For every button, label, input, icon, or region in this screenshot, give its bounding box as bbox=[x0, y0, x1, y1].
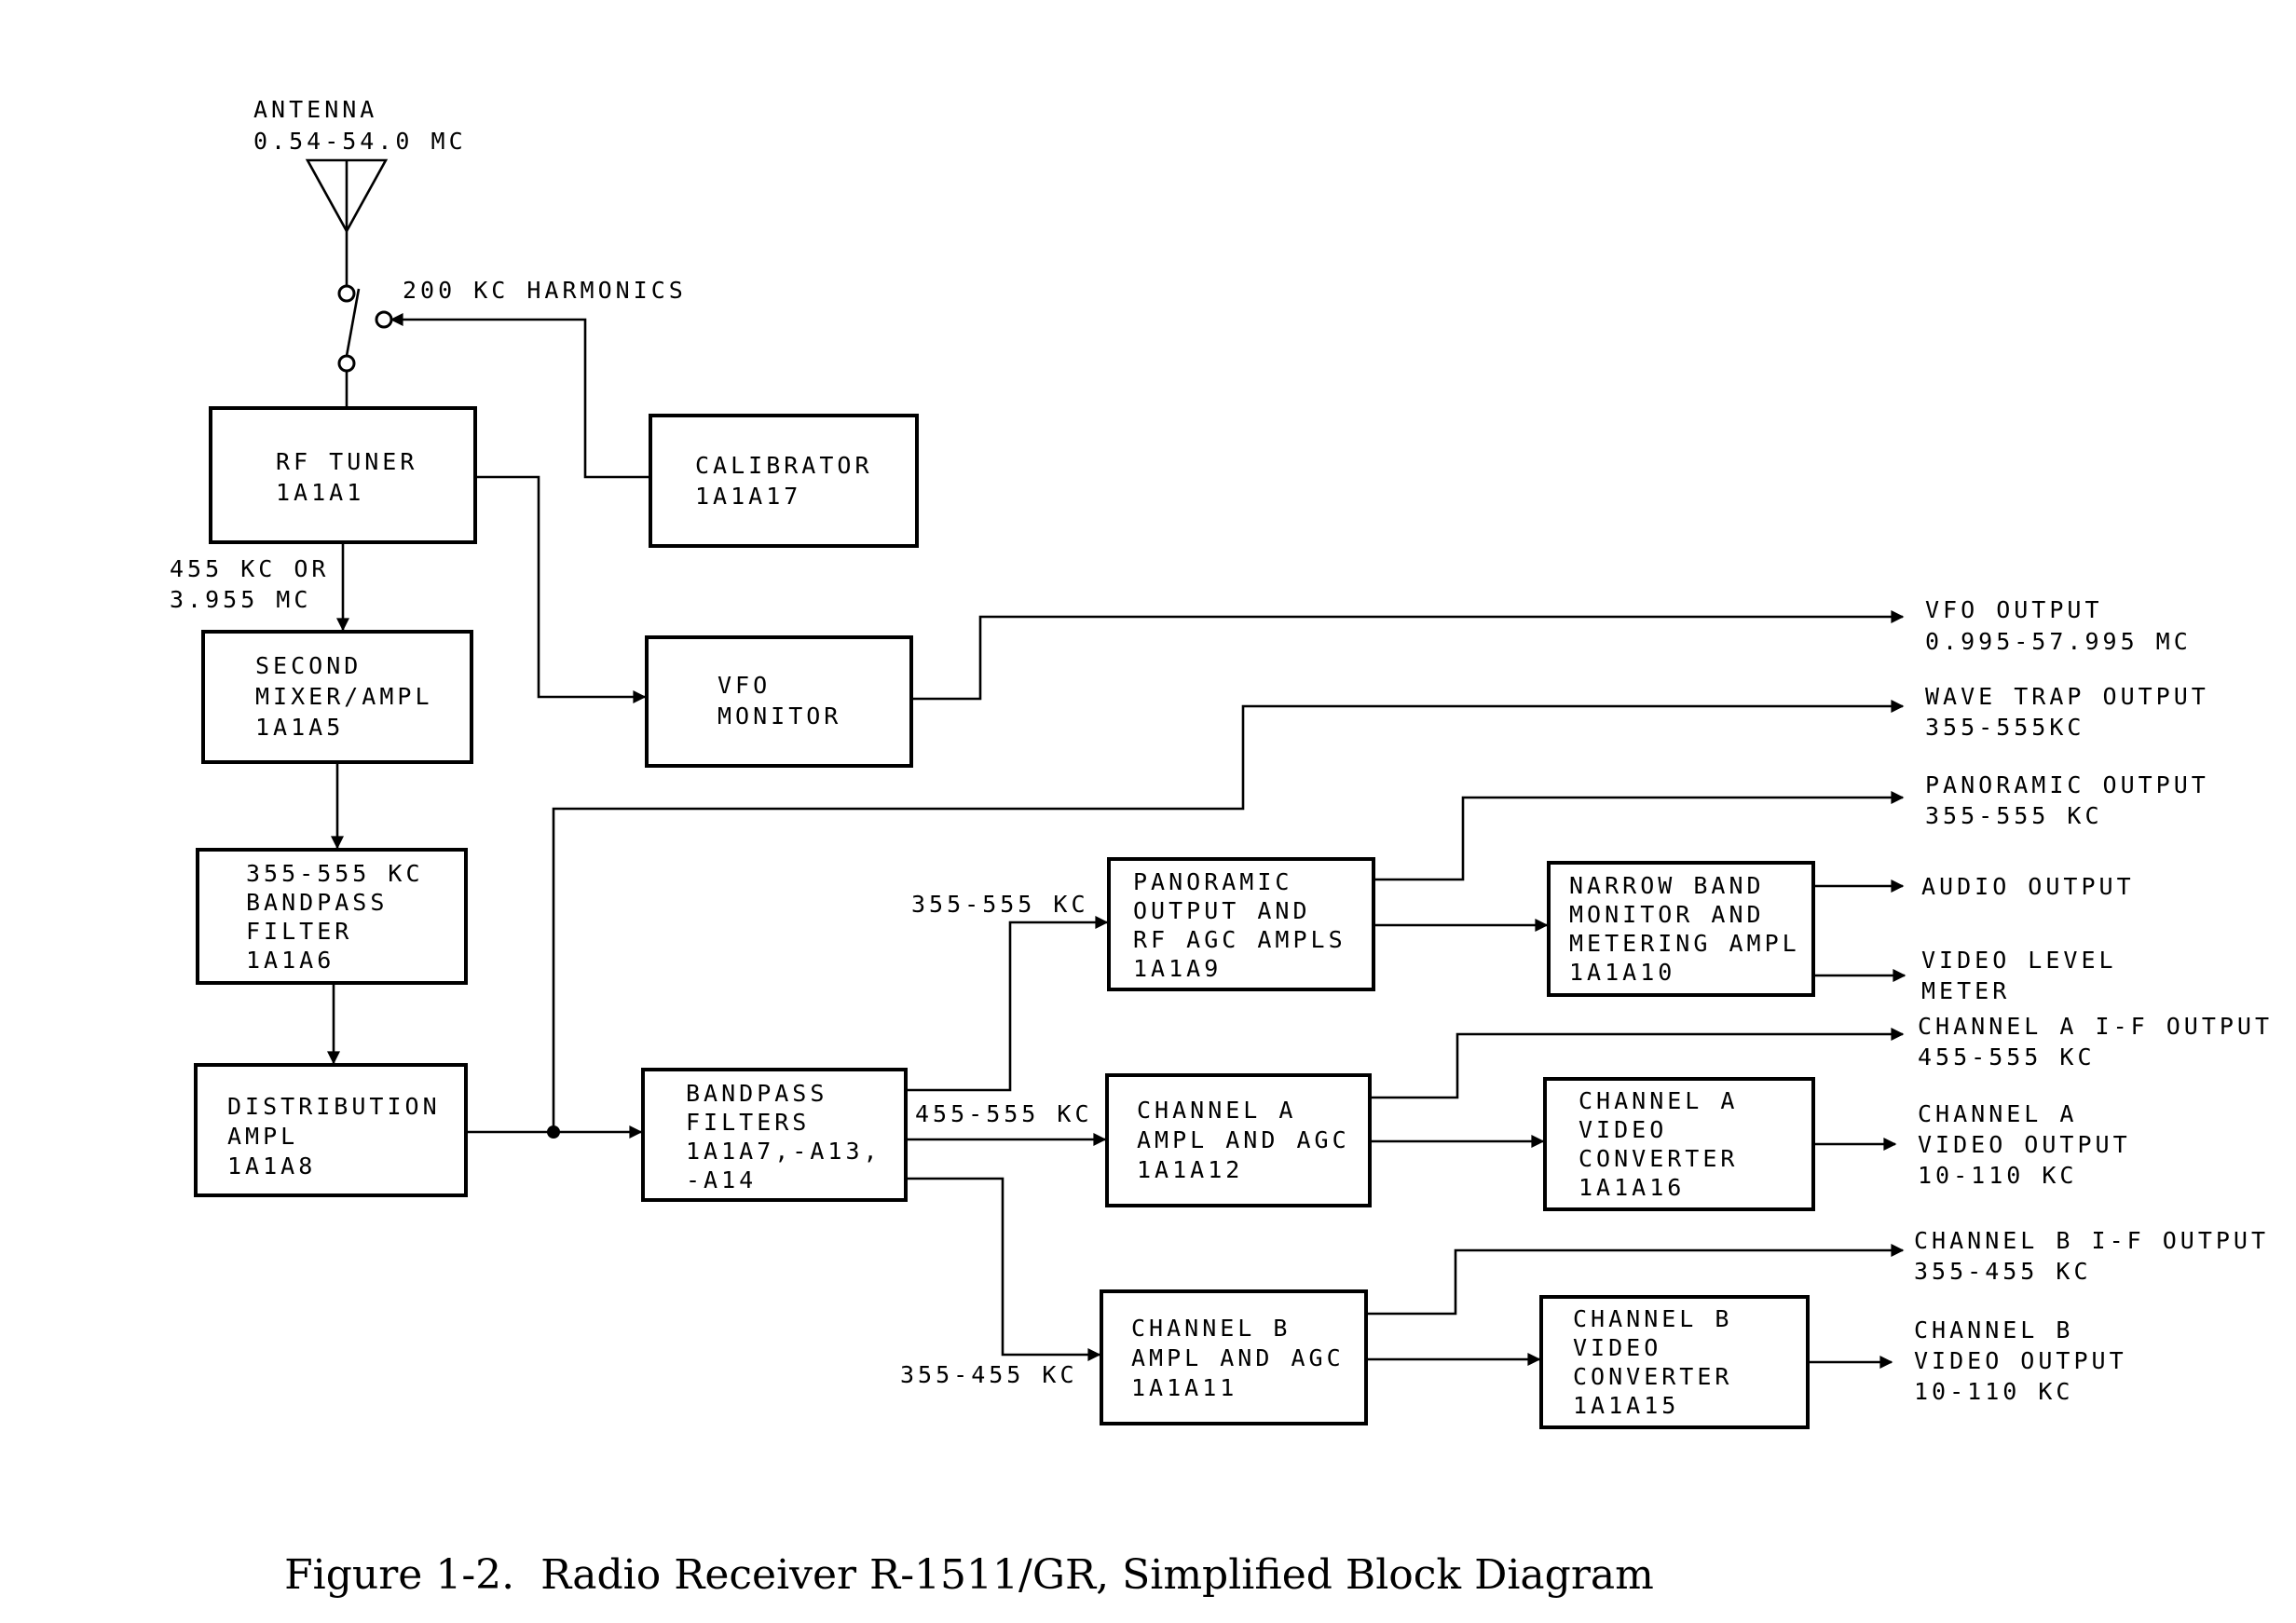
svg-text:AMPL AND AGC: AMPL AND AGC bbox=[1137, 1126, 1350, 1153]
svg-text:METER: METER bbox=[1921, 977, 2010, 1004]
svg-text:VIDEO: VIDEO bbox=[1573, 1334, 1661, 1361]
block-channel-b-video-converter: CHANNEL B VIDEO CONVERTER 1A1A15 bbox=[1539, 1295, 1810, 1429]
svg-text:MONITOR: MONITOR bbox=[718, 702, 841, 730]
block-panoramic-ampl: PANORAMIC OUTPUT AND RF AGC AMPLS 1A1A9 bbox=[1107, 857, 1375, 991]
svg-text:MIXER/AMPL: MIXER/AMPL bbox=[255, 683, 433, 710]
svg-text:DISTRIBUTION: DISTRIBUTION bbox=[227, 1093, 441, 1120]
output-wave-trap: WAVE TRAP OUTPUT 355-555KC bbox=[1925, 683, 2209, 741]
svg-text:355-555KC: 355-555KC bbox=[1925, 714, 2084, 741]
svg-text:VIDEO OUTPUT: VIDEO OUTPUT bbox=[1918, 1131, 2131, 1158]
svg-text:1A1A16: 1A1A16 bbox=[1578, 1174, 1685, 1201]
svg-text:RF AGC AMPLS: RF AGC AMPLS bbox=[1133, 926, 1346, 953]
svg-text:1A1A6: 1A1A6 bbox=[246, 947, 335, 974]
harmonics-label: 200 KC HARMONICS bbox=[403, 277, 687, 304]
block-narrow-band-monitor: NARROW BAND MONITOR AND METERING AMPL 1A… bbox=[1547, 861, 1815, 997]
svg-text:CHANNEL A: CHANNEL A bbox=[1918, 1100, 2077, 1127]
svg-text:1A1A11: 1A1A11 bbox=[1131, 1374, 1237, 1401]
output-channel-b-video: CHANNEL B VIDEO OUTPUT 10-110 KC bbox=[1914, 1316, 2127, 1405]
rf-tuner-output-label-2: 3.955 MC bbox=[170, 586, 311, 613]
svg-text:1A1A17: 1A1A17 bbox=[695, 483, 801, 510]
block-channel-b-ampl: CHANNEL B AMPL AND AGC 1A1A11 bbox=[1100, 1289, 1368, 1425]
svg-text:METERING AMPL: METERING AMPL bbox=[1569, 930, 1800, 957]
svg-text:1A1A1: 1A1A1 bbox=[276, 479, 364, 506]
antenna-label: ANTENNA bbox=[253, 96, 377, 123]
block-rf-tuner: RF TUNER 1A1A1 bbox=[209, 406, 477, 544]
svg-text:BANDPASS: BANDPASS bbox=[246, 889, 388, 916]
svg-text:VIDEO OUTPUT: VIDEO OUTPUT bbox=[1914, 1347, 2127, 1374]
svg-text:BANDPASS: BANDPASS bbox=[686, 1080, 827, 1107]
svg-text:1A1A10: 1A1A10 bbox=[1569, 959, 1675, 986]
svg-text:1A1A5: 1A1A5 bbox=[255, 714, 344, 741]
block-distribution-ampl: DISTRIBUTION AMPL 1A1A8 bbox=[194, 1063, 468, 1197]
svg-text:1A1A9: 1A1A9 bbox=[1133, 955, 1222, 982]
svg-text:PANORAMIC OUTPUT: PANORAMIC OUTPUT bbox=[1925, 771, 2209, 798]
calibration-switch bbox=[337, 284, 393, 406]
output-channel-b-if: CHANNEL B I-F OUTPUT 355-455 KC bbox=[1914, 1227, 2269, 1285]
svg-text:MONITOR AND: MONITOR AND bbox=[1569, 901, 1765, 928]
output-audio: AUDIO OUTPUT bbox=[1921, 873, 2135, 900]
svg-text:455-555 KC: 455-555 KC bbox=[1918, 1043, 2096, 1071]
output-channel-a-video: CHANNEL A VIDEO OUTPUT 10-110 KC bbox=[1918, 1100, 2131, 1189]
panoramic-input-label: 355-555 KC bbox=[911, 891, 1089, 918]
signal-wires bbox=[327, 313, 1906, 1369]
channel-a-input-label: 455-555 KC bbox=[915, 1100, 1093, 1127]
svg-text:AUDIO OUTPUT: AUDIO OUTPUT bbox=[1921, 873, 2135, 900]
svg-text:RF TUNER: RF TUNER bbox=[276, 448, 417, 475]
svg-text:1A1A12: 1A1A12 bbox=[1137, 1156, 1243, 1183]
svg-text:-A14: -A14 bbox=[686, 1166, 757, 1193]
svg-text:NARROW BAND: NARROW BAND bbox=[1569, 872, 1765, 899]
block-channel-a-ampl: CHANNEL A AMPL AND AGC 1A1A12 bbox=[1105, 1073, 1372, 1207]
svg-text:CONVERTER: CONVERTER bbox=[1578, 1145, 1738, 1172]
output-channel-a-if: CHANNEL A I-F OUTPUT 455-555 KC bbox=[1918, 1013, 2273, 1071]
svg-text:CHANNEL A I-F OUTPUT: CHANNEL A I-F OUTPUT bbox=[1918, 1013, 2273, 1040]
antenna-symbol bbox=[305, 158, 389, 285]
svg-text:CHANNEL B: CHANNEL B bbox=[1573, 1305, 1732, 1332]
svg-text:OUTPUT AND: OUTPUT AND bbox=[1133, 897, 1311, 924]
svg-text:VIDEO: VIDEO bbox=[1578, 1116, 1667, 1143]
svg-text:CHANNEL B I-F OUTPUT: CHANNEL B I-F OUTPUT bbox=[1914, 1227, 2269, 1254]
antenna-frequency-label: 0.54-54.0 MC bbox=[253, 128, 467, 155]
svg-text:355-455 KC: 355-455 KC bbox=[1914, 1258, 2092, 1285]
output-vfo: VFO OUTPUT 0.995-57.995 MC bbox=[1925, 596, 2192, 655]
figure-caption: Figure 1-2. Radio Receiver R-1511/GR, Si… bbox=[284, 1551, 1654, 1599]
svg-text:PANORAMIC: PANORAMIC bbox=[1133, 868, 1292, 895]
svg-text:1A1A7,-A13,: 1A1A7,-A13, bbox=[686, 1138, 882, 1165]
block-vfo-monitor: VFO MONITOR bbox=[645, 635, 913, 768]
svg-text:CHANNEL B: CHANNEL B bbox=[1914, 1316, 2073, 1343]
output-video-level-meter: VIDEO LEVEL METER bbox=[1921, 947, 2117, 1004]
svg-text:355-555 KC: 355-555 KC bbox=[1925, 802, 2103, 829]
svg-text:1A1A15: 1A1A15 bbox=[1573, 1392, 1679, 1419]
block-calibrator: CALIBRATOR 1A1A17 bbox=[649, 414, 919, 548]
svg-text:CALIBRATOR: CALIBRATOR bbox=[695, 452, 873, 479]
svg-text:FILTERS: FILTERS bbox=[686, 1109, 810, 1136]
svg-text:0.995-57.995 MC: 0.995-57.995 MC bbox=[1925, 628, 2192, 655]
block-bandpass-filters: BANDPASS FILTERS 1A1A7,-A13, -A14 bbox=[641, 1068, 908, 1202]
block-second-mixer: SECOND MIXER/AMPL 1A1A5 bbox=[201, 630, 473, 764]
svg-text:SECOND: SECOND bbox=[255, 652, 362, 679]
block-bandpass-filter: 355-555 KC BANDPASS FILTER 1A1A6 bbox=[196, 848, 468, 985]
channel-b-input-label: 355-455 KC bbox=[900, 1361, 1078, 1388]
svg-text:CHANNEL A: CHANNEL A bbox=[1137, 1097, 1296, 1124]
svg-text:AMPL AND AGC: AMPL AND AGC bbox=[1131, 1344, 1345, 1371]
svg-text:1A1A8: 1A1A8 bbox=[227, 1152, 316, 1180]
svg-text:VIDEO LEVEL: VIDEO LEVEL bbox=[1921, 947, 2117, 974]
svg-text:10-110 KC: 10-110 KC bbox=[1914, 1378, 2073, 1405]
output-panoramic: PANORAMIC OUTPUT 355-555 KC bbox=[1925, 771, 2209, 829]
svg-text:VFO OUTPUT: VFO OUTPUT bbox=[1925, 596, 2103, 623]
block-channel-a-video-converter: CHANNEL A VIDEO CONVERTER 1A1A16 bbox=[1543, 1077, 1815, 1211]
svg-text:10-110 KC: 10-110 KC bbox=[1918, 1162, 2077, 1189]
svg-text:WAVE TRAP OUTPUT: WAVE TRAP OUTPUT bbox=[1925, 683, 2209, 710]
rf-tuner-output-label: 455 KC OR bbox=[170, 555, 329, 582]
svg-text:VFO: VFO bbox=[718, 672, 771, 699]
svg-text:CHANNEL A: CHANNEL A bbox=[1578, 1087, 1738, 1114]
svg-text:AMPL: AMPL bbox=[227, 1123, 298, 1150]
svg-text:CONVERTER: CONVERTER bbox=[1573, 1363, 1732, 1390]
svg-text:355-555 KC: 355-555 KC bbox=[246, 860, 424, 887]
svg-text:CHANNEL B: CHANNEL B bbox=[1131, 1315, 1291, 1342]
svg-text:FILTER: FILTER bbox=[246, 918, 352, 945]
